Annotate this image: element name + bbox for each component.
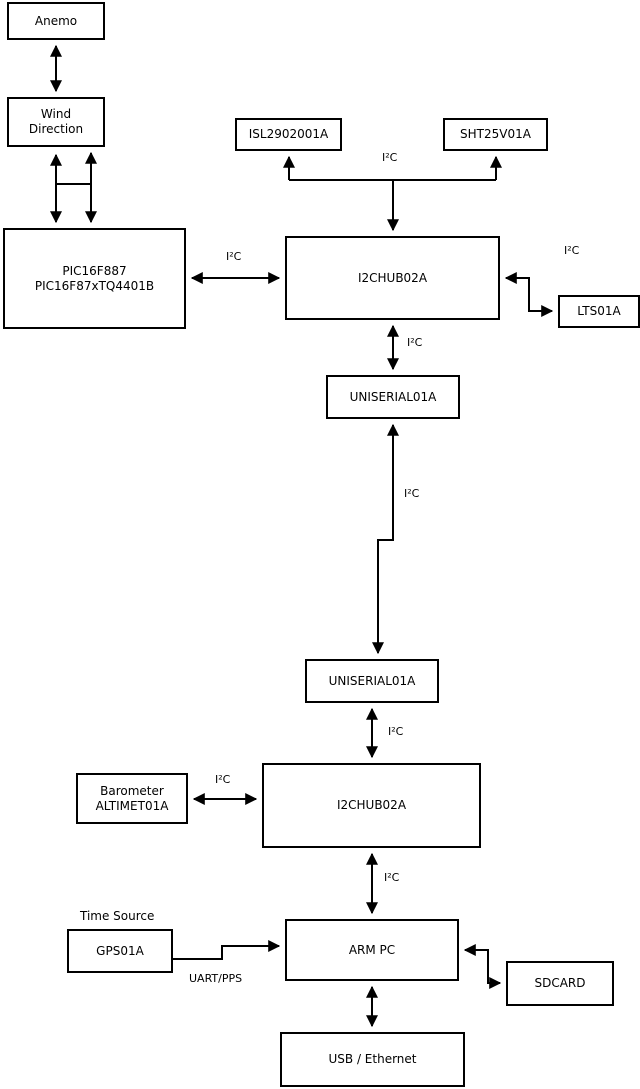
- node-anemo[interactable]: Anemo: [7, 2, 105, 40]
- connector-wind-pic: [50, 151, 97, 224]
- node-usb-ethernet[interactable]: USB / Ethernet: [280, 1032, 465, 1087]
- connector-uniserial-top-bottom: [372, 423, 399, 655]
- connector-gps-armpc: [173, 940, 281, 960]
- node-i2chub02a-top[interactable]: I2CHUB02A: [285, 236, 500, 320]
- edge-label-i2c-uniserial-hub2: I²C: [388, 725, 404, 738]
- node-gps01a[interactable]: GPS01A: [67, 929, 173, 973]
- edge-label-i2c-lts: I²C: [564, 244, 580, 257]
- node-pic-microcontroller[interactable]: PIC16F887 PIC16F87xTQ4401B: [3, 228, 186, 329]
- node-arm-pc[interactable]: ARM PC: [285, 919, 459, 981]
- edge-label-uart-pps: UART/PPS: [189, 972, 243, 985]
- edge-label-i2c-uniserial-link: I²C: [404, 487, 420, 500]
- node-barometer-altimet01a[interactable]: Barometer ALTIMET01A: [76, 773, 188, 824]
- node-i2chub02a-bottom[interactable]: I2CHUB02A: [262, 763, 481, 848]
- edge-label-i2c-pic-hub: I²C: [226, 250, 242, 263]
- node-uniserial01a-top[interactable]: UNISERIAL01A: [326, 375, 460, 419]
- node-wind-direction[interactable]: Wind Direction: [7, 97, 105, 147]
- edge-label-i2c-hub-uniserial: I²C: [407, 336, 423, 349]
- node-sht25v01a[interactable]: SHT25V01A: [443, 118, 548, 151]
- node-sdcard[interactable]: SDCARD: [506, 961, 614, 1006]
- node-lts01a[interactable]: LTS01A: [558, 295, 640, 328]
- node-uniserial01a-bottom[interactable]: UNISERIAL01A: [305, 659, 439, 703]
- node-isl2902001a[interactable]: ISL2902001A: [235, 118, 342, 151]
- edge-label-i2c-sensor-bus: I²C: [382, 151, 398, 164]
- label-time-source: Time Source: [80, 909, 155, 923]
- connector-armpc-sdcard: [463, 944, 502, 989]
- connector-hub-top-lts: [504, 272, 554, 317]
- edge-label-i2c-barometer: I²C: [215, 773, 231, 786]
- edge-label-i2c-hub2-armpc: I²C: [384, 871, 400, 884]
